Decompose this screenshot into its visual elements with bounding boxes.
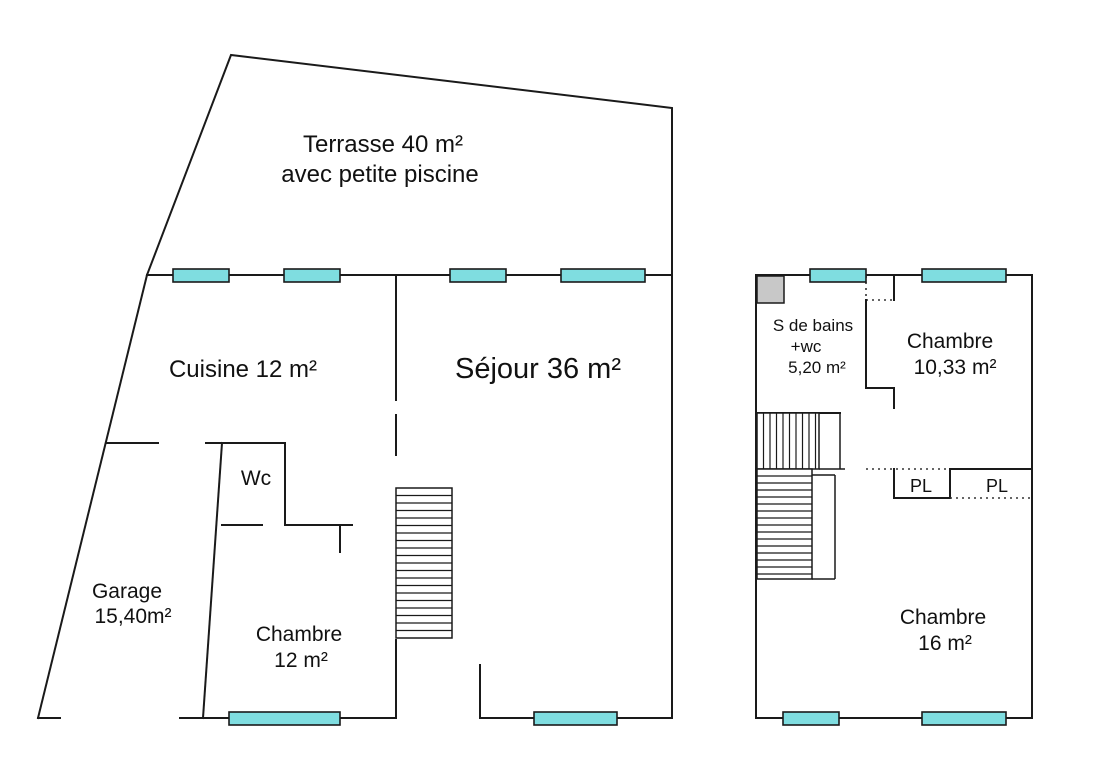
terrace-outline bbox=[145, 53, 673, 277]
placard-1-label: PL bbox=[910, 476, 932, 496]
garage-label-line1: Garage bbox=[92, 580, 162, 603]
chambre-etage-1-label-line2: 10,33 m² bbox=[914, 356, 997, 379]
window bbox=[921, 711, 1007, 726]
chambre-etage-1-label-line1: Chambre bbox=[907, 330, 993, 353]
window bbox=[283, 268, 341, 283]
staircase-ground bbox=[395, 487, 453, 639]
terrasse-label-line2: avec petite piscine bbox=[281, 161, 478, 188]
window bbox=[228, 711, 341, 726]
terrasse-label-line1: Terrasse 40 m² bbox=[303, 131, 463, 158]
window bbox=[921, 268, 1007, 283]
chambre-rdc-label-line2: 12 m² bbox=[274, 649, 328, 672]
placard-2-label: PL bbox=[986, 476, 1008, 496]
left-outer-wall bbox=[36, 273, 149, 720]
window bbox=[533, 711, 618, 726]
window bbox=[449, 268, 507, 283]
window bbox=[782, 711, 840, 726]
upper-floor-plan bbox=[755, 268, 1033, 726]
sdb-label-line3: 5,20 m² bbox=[788, 358, 846, 377]
chambre-rdc-label-line1: Chambre bbox=[256, 623, 342, 646]
cuisine-label: Cuisine 12 m² bbox=[169, 356, 317, 383]
garage-bedroom-wall bbox=[201, 441, 224, 720]
window bbox=[809, 268, 867, 283]
window bbox=[560, 268, 646, 283]
window bbox=[172, 268, 230, 283]
garage-label-line2: 15,40m² bbox=[94, 605, 171, 628]
wc-label: Wc bbox=[241, 467, 271, 490]
shaft bbox=[756, 275, 785, 304]
ground-floor-plan bbox=[36, 53, 673, 726]
staircase-upper bbox=[756, 412, 845, 580]
room-labels: Terrasse 40 m² avec petite piscine Cuisi… bbox=[92, 131, 1008, 672]
sejour-label: Séjour 36 m² bbox=[455, 353, 621, 385]
sdb-label-line1: S de bains bbox=[773, 316, 853, 335]
chambre-etage-2-label-line2: 16 m² bbox=[918, 632, 972, 655]
chambre-etage-2-label-line1: Chambre bbox=[900, 606, 986, 629]
sdb-label-line2: +wc bbox=[791, 337, 822, 356]
